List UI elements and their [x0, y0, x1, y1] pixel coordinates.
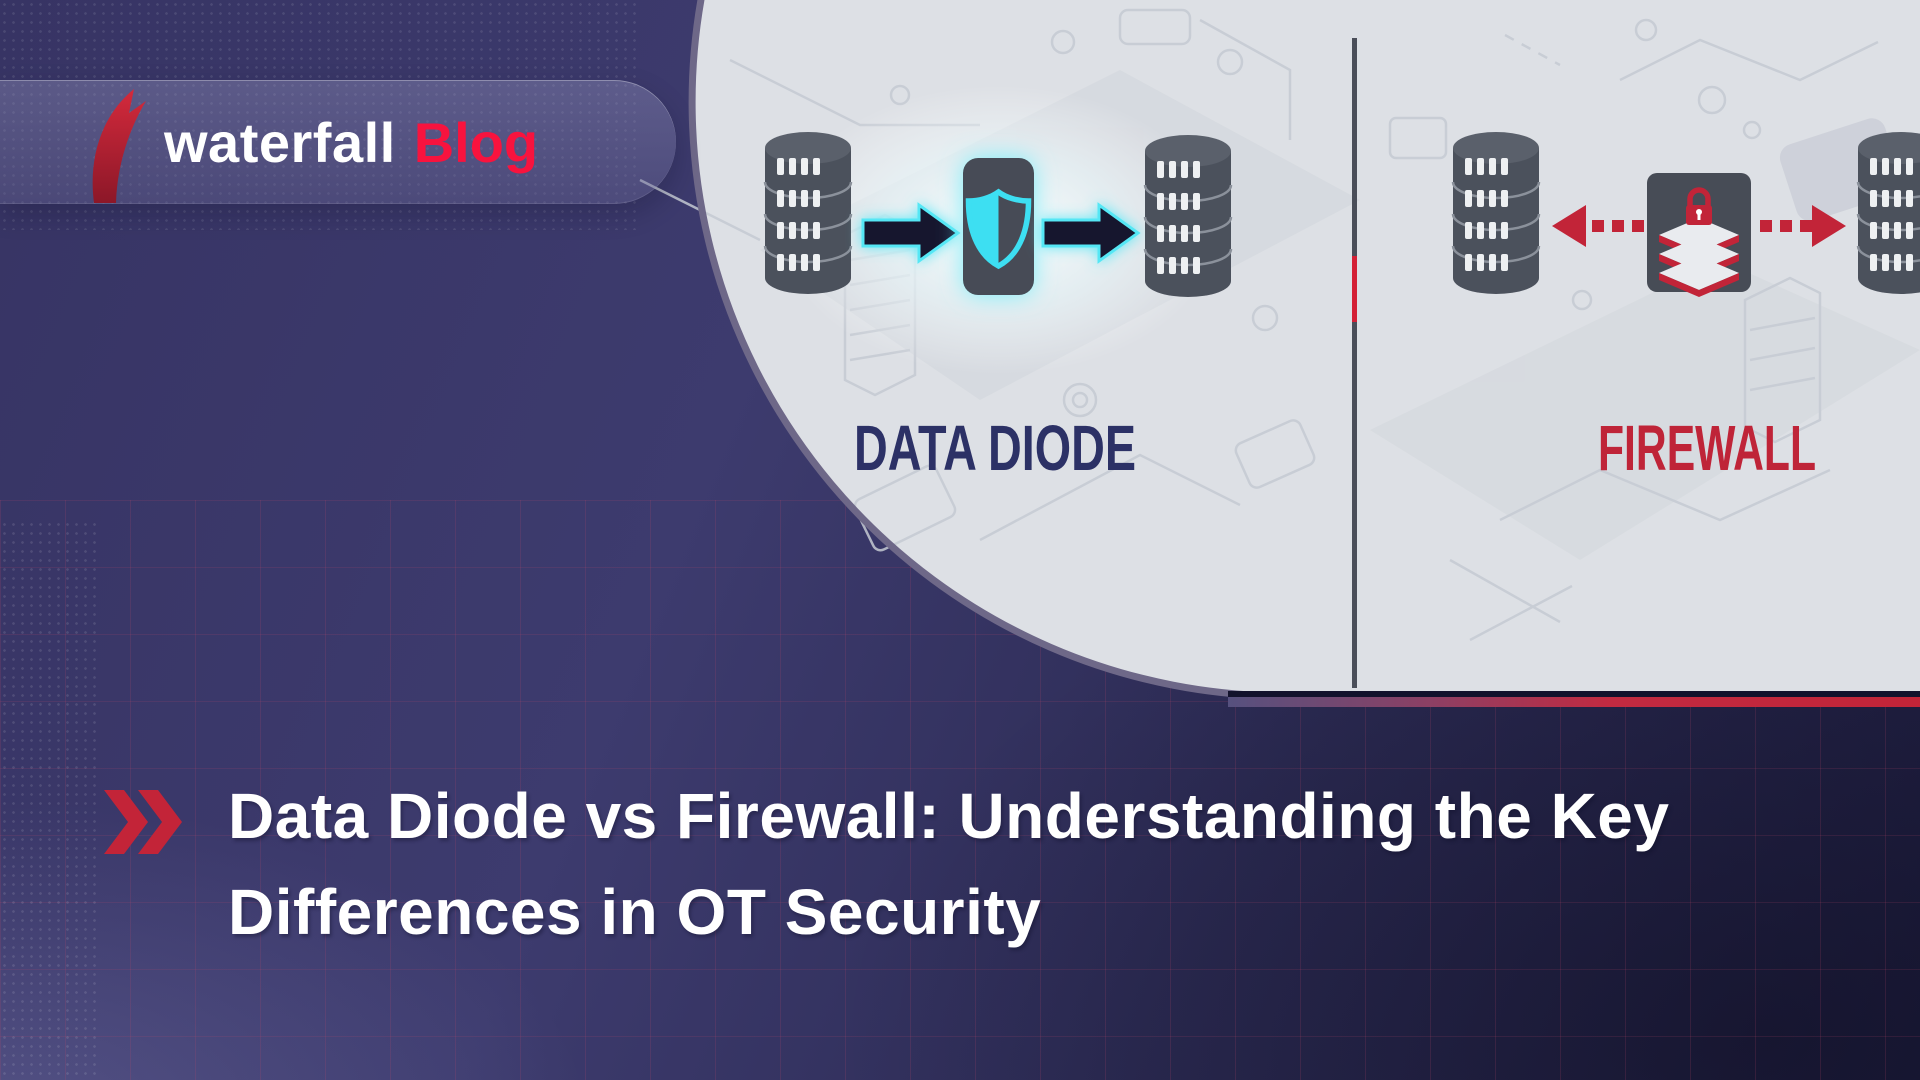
database-icon [1856, 130, 1920, 296]
dot-texture-left [0, 520, 96, 1080]
divider-line [1352, 38, 1357, 688]
one-way-arrow-icon [861, 202, 961, 264]
brand-logo[interactable]: waterfall Blog [0, 80, 676, 204]
brand-suffix: Blog [413, 110, 539, 174]
double-chevron-icon [104, 790, 182, 854]
one-way-arrow-icon [1041, 202, 1141, 264]
panel-curved-border [688, 0, 1293, 700]
brand-name: waterfall [164, 110, 396, 174]
firewall-layers-icon [1659, 218, 1739, 297]
data-diode-label: DATA DIODE [854, 412, 1136, 484]
firewall-device [1647, 173, 1751, 297]
waterfall-arrow-icon [92, 89, 146, 203]
data-diode-device [963, 158, 1034, 295]
dashed-arrow-right-icon [1760, 205, 1846, 247]
page-title-line2: Differences in OT Security [228, 876, 1042, 948]
lock-icon [1686, 187, 1712, 225]
database-icon [1451, 130, 1541, 296]
page-title: Data Diode vs Firewall: Understanding th… [228, 768, 1669, 960]
panel-bottom-edge [1228, 691, 1920, 697]
database-icon [1143, 133, 1233, 299]
post-title-row: Data Diode vs Firewall: Understanding th… [104, 768, 1669, 960]
database-icon [763, 130, 853, 296]
illustration-panel: DATA DIODE FIREWALL [639, 0, 1920, 707]
firewall-label: FIREWALL [1598, 412, 1816, 484]
shield-icon [965, 188, 1032, 270]
page-title-line1: Data Diode vs Firewall: Understanding th… [228, 780, 1670, 852]
dashed-arrow-left-icon [1552, 205, 1644, 247]
panel-accent-strip [1228, 697, 1920, 707]
